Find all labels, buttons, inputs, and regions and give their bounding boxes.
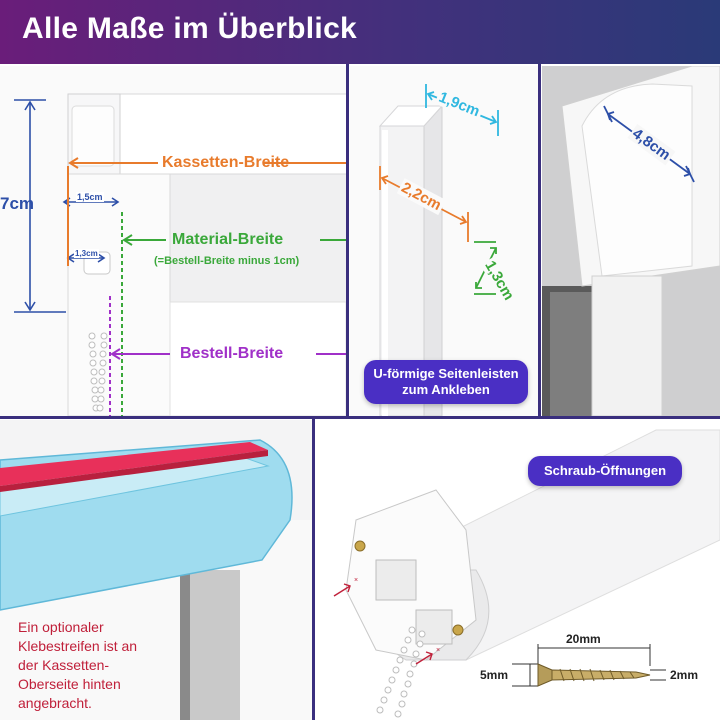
adhesive-note-line: Klebestreifen ist an [18,638,138,654]
divider-vertical-3 [312,419,315,720]
cassette-corner-illustration [542,66,720,416]
adhesive-note: Ein optionaler Klebestreifen ist an der … [18,618,178,713]
height-label: 7cm [0,194,35,213]
u-profile-badge-line1: U-förmige Seitenleisten [373,366,519,381]
panel-screw-openings: × × Schraub-Öffnungen 20mm 5mm 2mm [316,420,720,720]
screw-tip-label: 2mm [670,668,699,682]
cassette-illustration [14,93,346,416]
panel-u-profile: 1,9cm 2,2cm 1,3cm U-förmige Seitenleiste… [350,66,538,416]
screw-openings-badge: Schraub-Öffnungen [528,456,682,486]
material-width-label: Material-Breite [172,231,284,248]
panel-cassette-dimensions: 7cm 1,5cm 1,3cm Kassetten-Breite Materia… [0,66,346,416]
adhesive-note-line: der Kassetten- [18,657,110,673]
screw-length-label: 20mm [566,632,601,646]
divider-horizontal [0,416,720,419]
order-width-label: Bestell-Breite [180,345,284,362]
page-title: Alle Maße im Überblick [22,12,358,45]
cassette-width-label: Kassetten-Breite [162,154,290,171]
panel-adhesive-strip: Ein optionaler Klebestreifen ist an der … [0,420,312,720]
svg-text:×: × [436,647,440,654]
screw-head-label: 5mm [480,668,509,682]
divider-vertical-2 [538,64,541,416]
offset-label-2: 1,3cm [74,249,99,258]
u-profile-badge-line2: zum Ankleben [402,382,490,397]
adhesive-note-line: Oberseite hinten [18,676,121,692]
adhesive-note-line: Ein optionaler [18,619,104,635]
header-banner: Alle Maße im Überblick [0,0,720,64]
panel-cassette-depth: 4,8cm [542,66,720,416]
u-profile-badge: U-förmige Seitenleisten zum Ankleben [364,360,528,404]
offset-label-1: 1,5cm [76,192,104,202]
svg-text:×: × [354,577,358,584]
cassette-end-illustration: × × [333,429,720,718]
adhesive-strip-illustration [0,420,312,720]
divider-vertical-1 [346,64,349,416]
material-width-note: (=Bestell-Breite minus 1cm) [154,255,300,267]
adhesive-note-line: angebracht. [18,695,92,711]
